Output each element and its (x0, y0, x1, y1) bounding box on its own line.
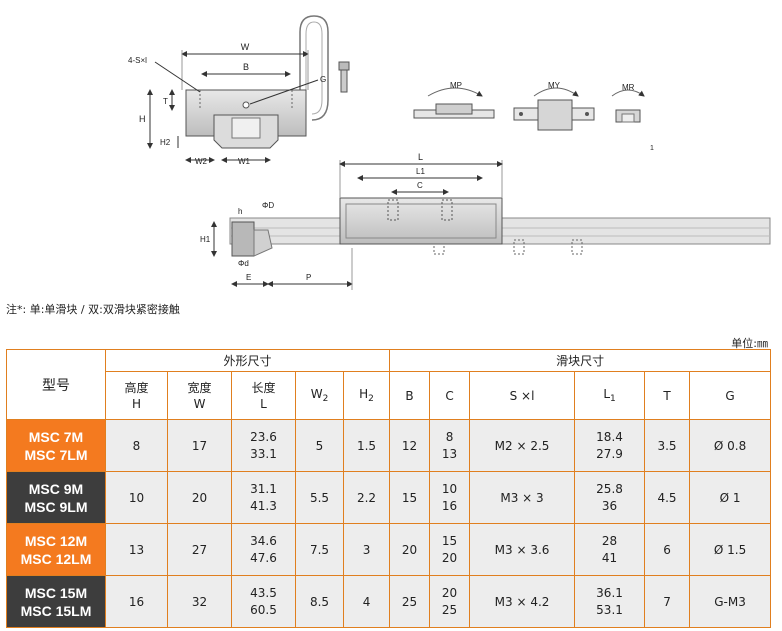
cell-h2: 2.2 (342, 471, 391, 524)
label-g: G (320, 75, 326, 84)
cell-w2: 8.5 (295, 575, 344, 628)
label-one: 1 (650, 145, 654, 152)
label-phi-d-lower: Φd (238, 259, 249, 268)
cell-t: 7 (644, 575, 691, 628)
cell-w2: 7.5 (295, 523, 344, 576)
cell-w2: 5 (295, 419, 344, 472)
cell-t: 6 (644, 523, 691, 576)
label-h2: H2 (160, 138, 171, 147)
cell-g: Ø 1 (689, 471, 772, 524)
col-b: B (389, 371, 431, 420)
cell-width: 20 (167, 471, 232, 524)
label-h1: H1 (200, 235, 211, 244)
label-h: H (139, 114, 146, 124)
cell-w2: 5.5 (295, 471, 344, 524)
group-block-dimensions: 滑块尺寸 (389, 349, 772, 372)
cell-g: Ø 1.5 (689, 523, 772, 576)
cell-width: 17 (167, 419, 232, 472)
unit-label: 单位:㎜ (731, 337, 768, 350)
col-t: T (644, 371, 691, 420)
footnote: 注*: 单:单滑块 / 双:双滑块紧密接触 (6, 303, 180, 316)
label-h-small: h (238, 207, 242, 216)
label-p: P (306, 273, 311, 282)
cell-g: Ø 0.8 (689, 419, 772, 472)
label-w: W (241, 42, 250, 52)
label-l: L (418, 152, 423, 162)
label-w2: W2 (195, 157, 208, 166)
cell-sxl: M3 × 4.2 (469, 575, 576, 628)
cell-sxl: M3 × 3 (469, 471, 576, 524)
cell-height: 8 (105, 419, 168, 472)
cell-height: 16 (105, 575, 168, 628)
cell-b: 15 (389, 471, 431, 524)
col-l1: L1 (574, 371, 646, 420)
label-b: B (243, 62, 249, 72)
cell-height: 13 (105, 523, 168, 576)
col-sxl: S ×l (469, 371, 576, 420)
cell-h2: 4 (342, 575, 391, 628)
cell-sxl: M3 × 3.6 (469, 523, 576, 576)
label-my: MY (548, 81, 561, 90)
cell-t: 4.5 (644, 471, 691, 524)
label-w1: W1 (238, 157, 251, 166)
front-view: W B 4-S×l G T H H2 W2 W1 (128, 15, 350, 166)
cell-h2: 1.5 (342, 419, 391, 472)
cell-t: 3.5 (644, 419, 691, 472)
technical-drawings: W B 4-S×l G T H H2 W2 W1 MP MY MR (128, 15, 771, 290)
cell-b: 12 (389, 419, 431, 472)
model-header: 型号 (6, 349, 106, 420)
moment-diagrams: MP MY MR 1 (413, 81, 654, 152)
label-sxl: 4-S×l (128, 56, 147, 65)
cell-h2: 3 (342, 523, 391, 576)
cell-width: 27 (167, 523, 232, 576)
group-outer-dimensions: 外形尺寸 (104, 349, 391, 372)
col-g: G (689, 371, 772, 420)
label-t: T (163, 97, 168, 106)
label-e: E (246, 273, 251, 282)
label-mr: MR (622, 83, 635, 92)
cell-g: G-M3 (689, 575, 772, 628)
label-c: C (417, 181, 423, 190)
cell-height: 10 (105, 471, 168, 524)
cell-width: 32 (167, 575, 232, 628)
side-view: L L1 C ΦD h H1 Φd E P (200, 152, 771, 290)
col-c: C (429, 371, 471, 420)
label-l1: L1 (416, 167, 425, 176)
label-phi-d-upper: ΦD (262, 201, 274, 210)
label-mp: MP (450, 81, 462, 90)
col-w2: W2 (295, 371, 344, 420)
col-h2: H2 (342, 371, 391, 420)
cell-b: 20 (389, 523, 431, 576)
cell-sxl: M2 × 2.5 (469, 419, 576, 472)
cell-b: 25 (389, 575, 431, 628)
